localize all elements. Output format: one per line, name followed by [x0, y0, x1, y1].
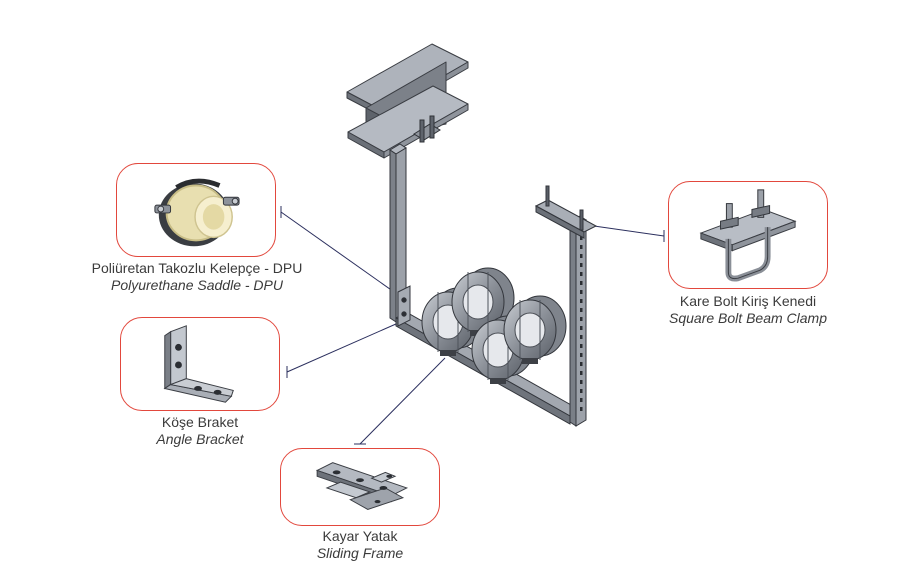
sliding-frame-icon — [315, 462, 409, 510]
beam-clamp-label-en: Square Bolt Beam Clamp — [669, 310, 827, 326]
saddle-caption: Poliüretan Takozlu Kelepçe - DPU Polyure… — [66, 260, 328, 294]
saddle-label-en: Polyurethane Saddle - DPU — [111, 277, 283, 293]
leader-lines — [280, 206, 665, 445]
pipe-saddle — [451, 267, 515, 336]
saddle-callout-box — [116, 163, 276, 257]
perforation-slot — [580, 263, 583, 267]
angle-bracket-label-tr: Köşe Braket — [161, 414, 239, 430]
pipe-saddle — [503, 295, 567, 364]
sliding-frame-callout-box — [280, 448, 440, 526]
beam-clamp-callout-box — [668, 181, 828, 289]
saddle-label-tr: Poliüretan Takozlu Kelepçe - DPU — [91, 260, 303, 276]
perforation-slot — [580, 353, 583, 357]
perforation-slot — [580, 335, 583, 339]
perforation-slot — [580, 290, 583, 294]
angle-bracket-caption: Köşe Braket Angle Bracket — [100, 414, 300, 448]
angle-bracket-callout-box — [120, 317, 280, 411]
right-hanger-top — [534, 185, 598, 239]
perforation-slot — [580, 389, 583, 393]
polyurethane-saddle-icon — [154, 178, 240, 247]
perforation-slot — [580, 272, 583, 276]
perforation-slot — [580, 362, 583, 366]
perforation-slot — [580, 380, 583, 384]
left-hanger-channel — [389, 143, 407, 323]
perforation-slot — [580, 371, 583, 375]
perforation-slot — [580, 281, 583, 285]
i-beam — [346, 43, 469, 159]
pipe-saddles — [421, 267, 567, 384]
sliding-frame-label-en: Sliding Frame — [316, 545, 404, 561]
perforation-slot — [580, 254, 583, 258]
perforation-slot — [580, 317, 583, 321]
sliding-frame-label-tr: Kayar Yatak — [322, 528, 398, 544]
perforation-slot — [580, 308, 583, 312]
channel-perforations — [580, 236, 583, 411]
sliding-frame-caption: Kayar Yatak Sliding Frame — [260, 528, 460, 562]
perforation-slot — [580, 236, 583, 240]
beam-clamp-on-beam — [413, 115, 441, 143]
perforation-slot — [580, 299, 583, 303]
angle-bracket-icon — [163, 325, 234, 403]
perforation-slot — [580, 398, 583, 402]
perforation-slot — [580, 407, 583, 411]
square-bolt-beam-clamp-icon — [699, 189, 797, 282]
perforation-slot — [580, 344, 583, 348]
perforation-slot — [580, 326, 583, 330]
right-hanger-channel — [569, 215, 587, 427]
corner-angle-bracket — [397, 285, 411, 327]
beam-clamp-caption: Kare Bolt Kiriş Kenedi Square Bolt Beam … — [628, 293, 868, 327]
angle-bracket-label-en: Angle Bracket — [156, 431, 244, 447]
perforation-slot — [580, 245, 583, 249]
beam-clamp-label-tr: Kare Bolt Kiriş Kenedi — [679, 293, 817, 309]
